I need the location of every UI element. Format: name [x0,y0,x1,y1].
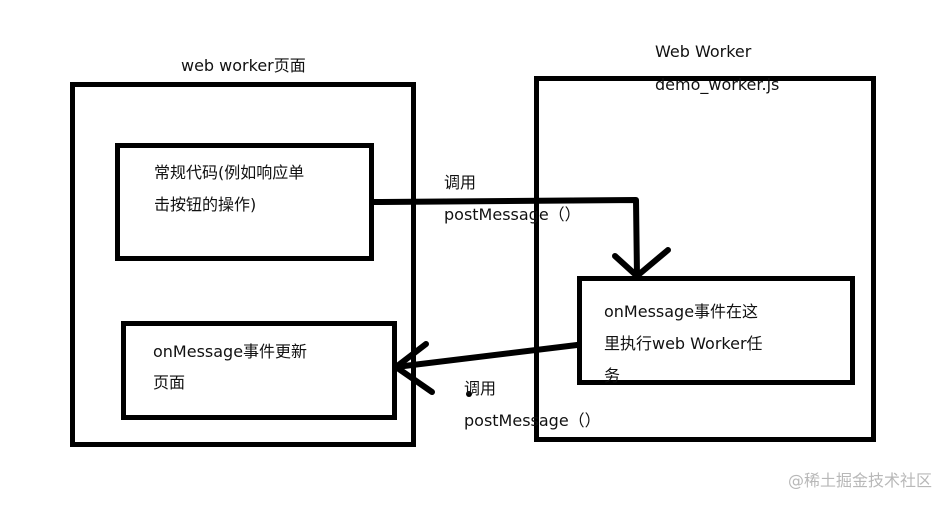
onmessage-exec-line1: onMessage事件在这 [604,302,759,321]
to-page-label-call: 调用 [464,379,497,398]
to-worker-label-call: 调用 [444,173,477,192]
arrow-to-worker [371,197,671,279]
onmessage-exec-line2: 里执行web Worker任 [604,334,763,353]
to-page-label-postmessage: postMessage（） [464,411,601,430]
arrow-to-page [393,341,580,395]
to-worker-label-postmessage: postMessage（） [444,205,581,224]
web-worker-title: Web Worker [655,42,752,61]
onmessage-update-line1: onMessage事件更新 [153,342,308,361]
onmessage-update-line2: 页面 [153,373,186,392]
web-worker-page-box [70,82,416,447]
regular-code-line1: 常规代码(例如响应单 [154,163,305,182]
regular-code-line2: 击按钮的操作) [154,195,257,214]
stray-dot [466,391,472,397]
web-worker-script-box [534,76,876,442]
onmessage-exec-line3: 务 [604,366,621,385]
web-worker-page-title: web worker页面 [181,56,306,75]
onmessage-exec-box [577,276,855,385]
worker-filename: demo_worker.js [655,75,780,94]
onmessage-update-box [121,321,397,420]
watermark: @稀土掘金技术社区 [787,471,932,490]
